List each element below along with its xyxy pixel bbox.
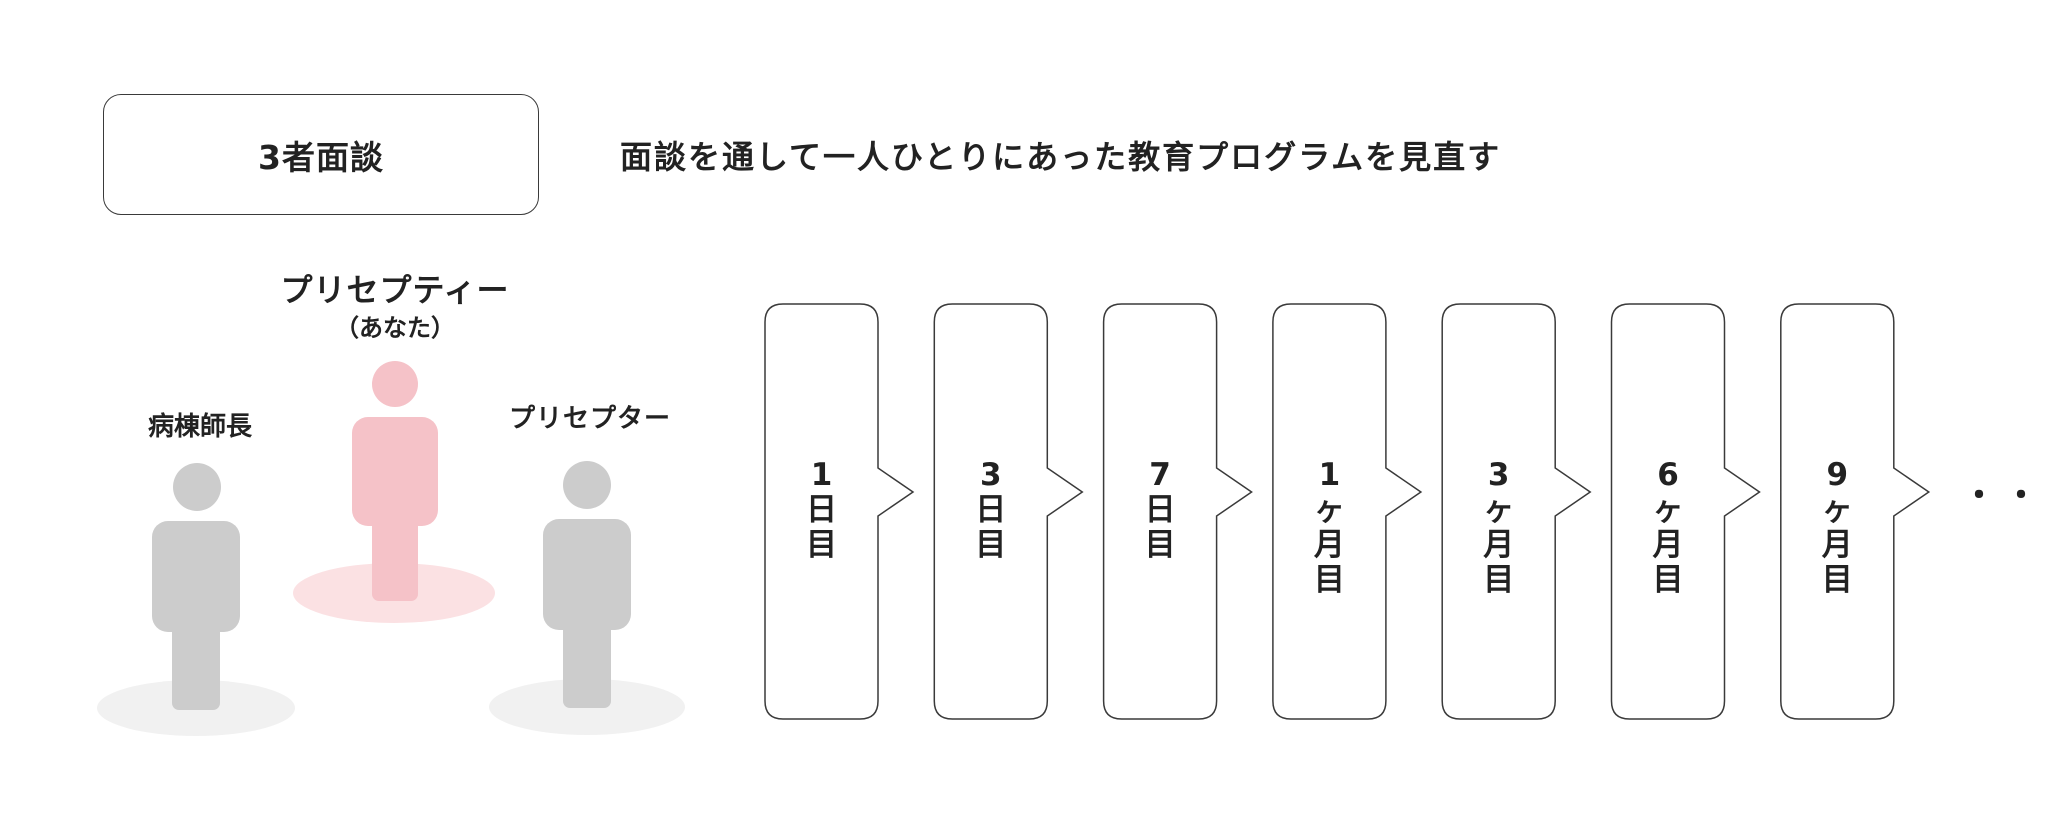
- preceptor-torso-icon: [543, 519, 631, 630]
- timeline-step-card: [764, 303, 915, 720]
- head-nurse-legs-icon: [172, 610, 220, 710]
- timeline-step-char: ヶ: [1652, 492, 1684, 528]
- timeline-step-char: ヶ: [1483, 492, 1515, 528]
- timeline-step-char: ヶ: [1313, 492, 1345, 528]
- timeline-step-char: 月: [1483, 527, 1515, 563]
- timeline-step-char: 日: [806, 491, 837, 528]
- meeting-type-label: 3者面談: [258, 137, 384, 177]
- timeline-step-char: 9: [1826, 457, 1849, 493]
- preceptor-figure: [489, 461, 685, 735]
- preceptee-sublabel: （あなた）: [335, 314, 455, 342]
- timeline-step-card: [1441, 303, 1592, 720]
- timeline-step-char: 6: [1657, 457, 1679, 493]
- timeline-step-char: 目: [1652, 562, 1684, 598]
- timeline-step-char: 月: [1313, 527, 1345, 563]
- timeline-step-char: ヶ: [1821, 492, 1853, 528]
- preceptee-label: プリセプティー: [280, 271, 510, 309]
- timeline-step-char: 月: [1821, 527, 1853, 563]
- timeline-step-char: 目: [1313, 562, 1345, 598]
- head-nurse-figure: [97, 463, 295, 736]
- timeline-step-char: 日: [975, 491, 1007, 528]
- timeline-step-char: 目: [975, 526, 1007, 563]
- timeline-step-char: 3: [980, 456, 1002, 493]
- timeline-step-char: 7: [1149, 456, 1171, 493]
- timeline-step-char: 日: [1144, 491, 1176, 528]
- timeline-step-char: 1: [1318, 457, 1341, 493]
- preceptor-label: プリセプター: [508, 404, 671, 434]
- preceptee-legs-icon: [372, 505, 418, 601]
- timeline-step-card: [1610, 303, 1761, 720]
- preceptee-torso-icon: [352, 417, 438, 526]
- timeline-step-char: 1: [810, 456, 833, 493]
- head-nurse-torso-icon: [152, 521, 240, 632]
- timeline-step-card: [1272, 303, 1423, 720]
- timeline-step-char: 月: [1652, 527, 1684, 563]
- timeline-step-char: 目: [1483, 562, 1515, 598]
- preceptee-figure: [293, 361, 495, 623]
- timeline-step-card: [933, 303, 1084, 720]
- preceptor-head-icon: [563, 461, 611, 509]
- subtitle: 面談を通して一人ひとりにあった教育プログラムを見直す: [620, 138, 1502, 176]
- head-nurse-head-icon: [173, 463, 221, 511]
- head-nurse-label: 病棟師長: [147, 412, 252, 442]
- timeline-step-char: 目: [1144, 526, 1176, 563]
- timeline-step-char: 目: [806, 526, 837, 563]
- timeline-step-char: 3: [1487, 457, 1510, 493]
- preceptor-legs-icon: [563, 608, 611, 708]
- timeline-step-char: 目: [1821, 562, 1853, 598]
- timeline-step-card: [1102, 303, 1253, 720]
- timeline-continuation: ・・・: [1962, 476, 2048, 516]
- preceptee-head-icon: [372, 361, 418, 407]
- timeline-step-card: [1780, 303, 1931, 720]
- meeting-type-box: 3者面談: [103, 94, 539, 215]
